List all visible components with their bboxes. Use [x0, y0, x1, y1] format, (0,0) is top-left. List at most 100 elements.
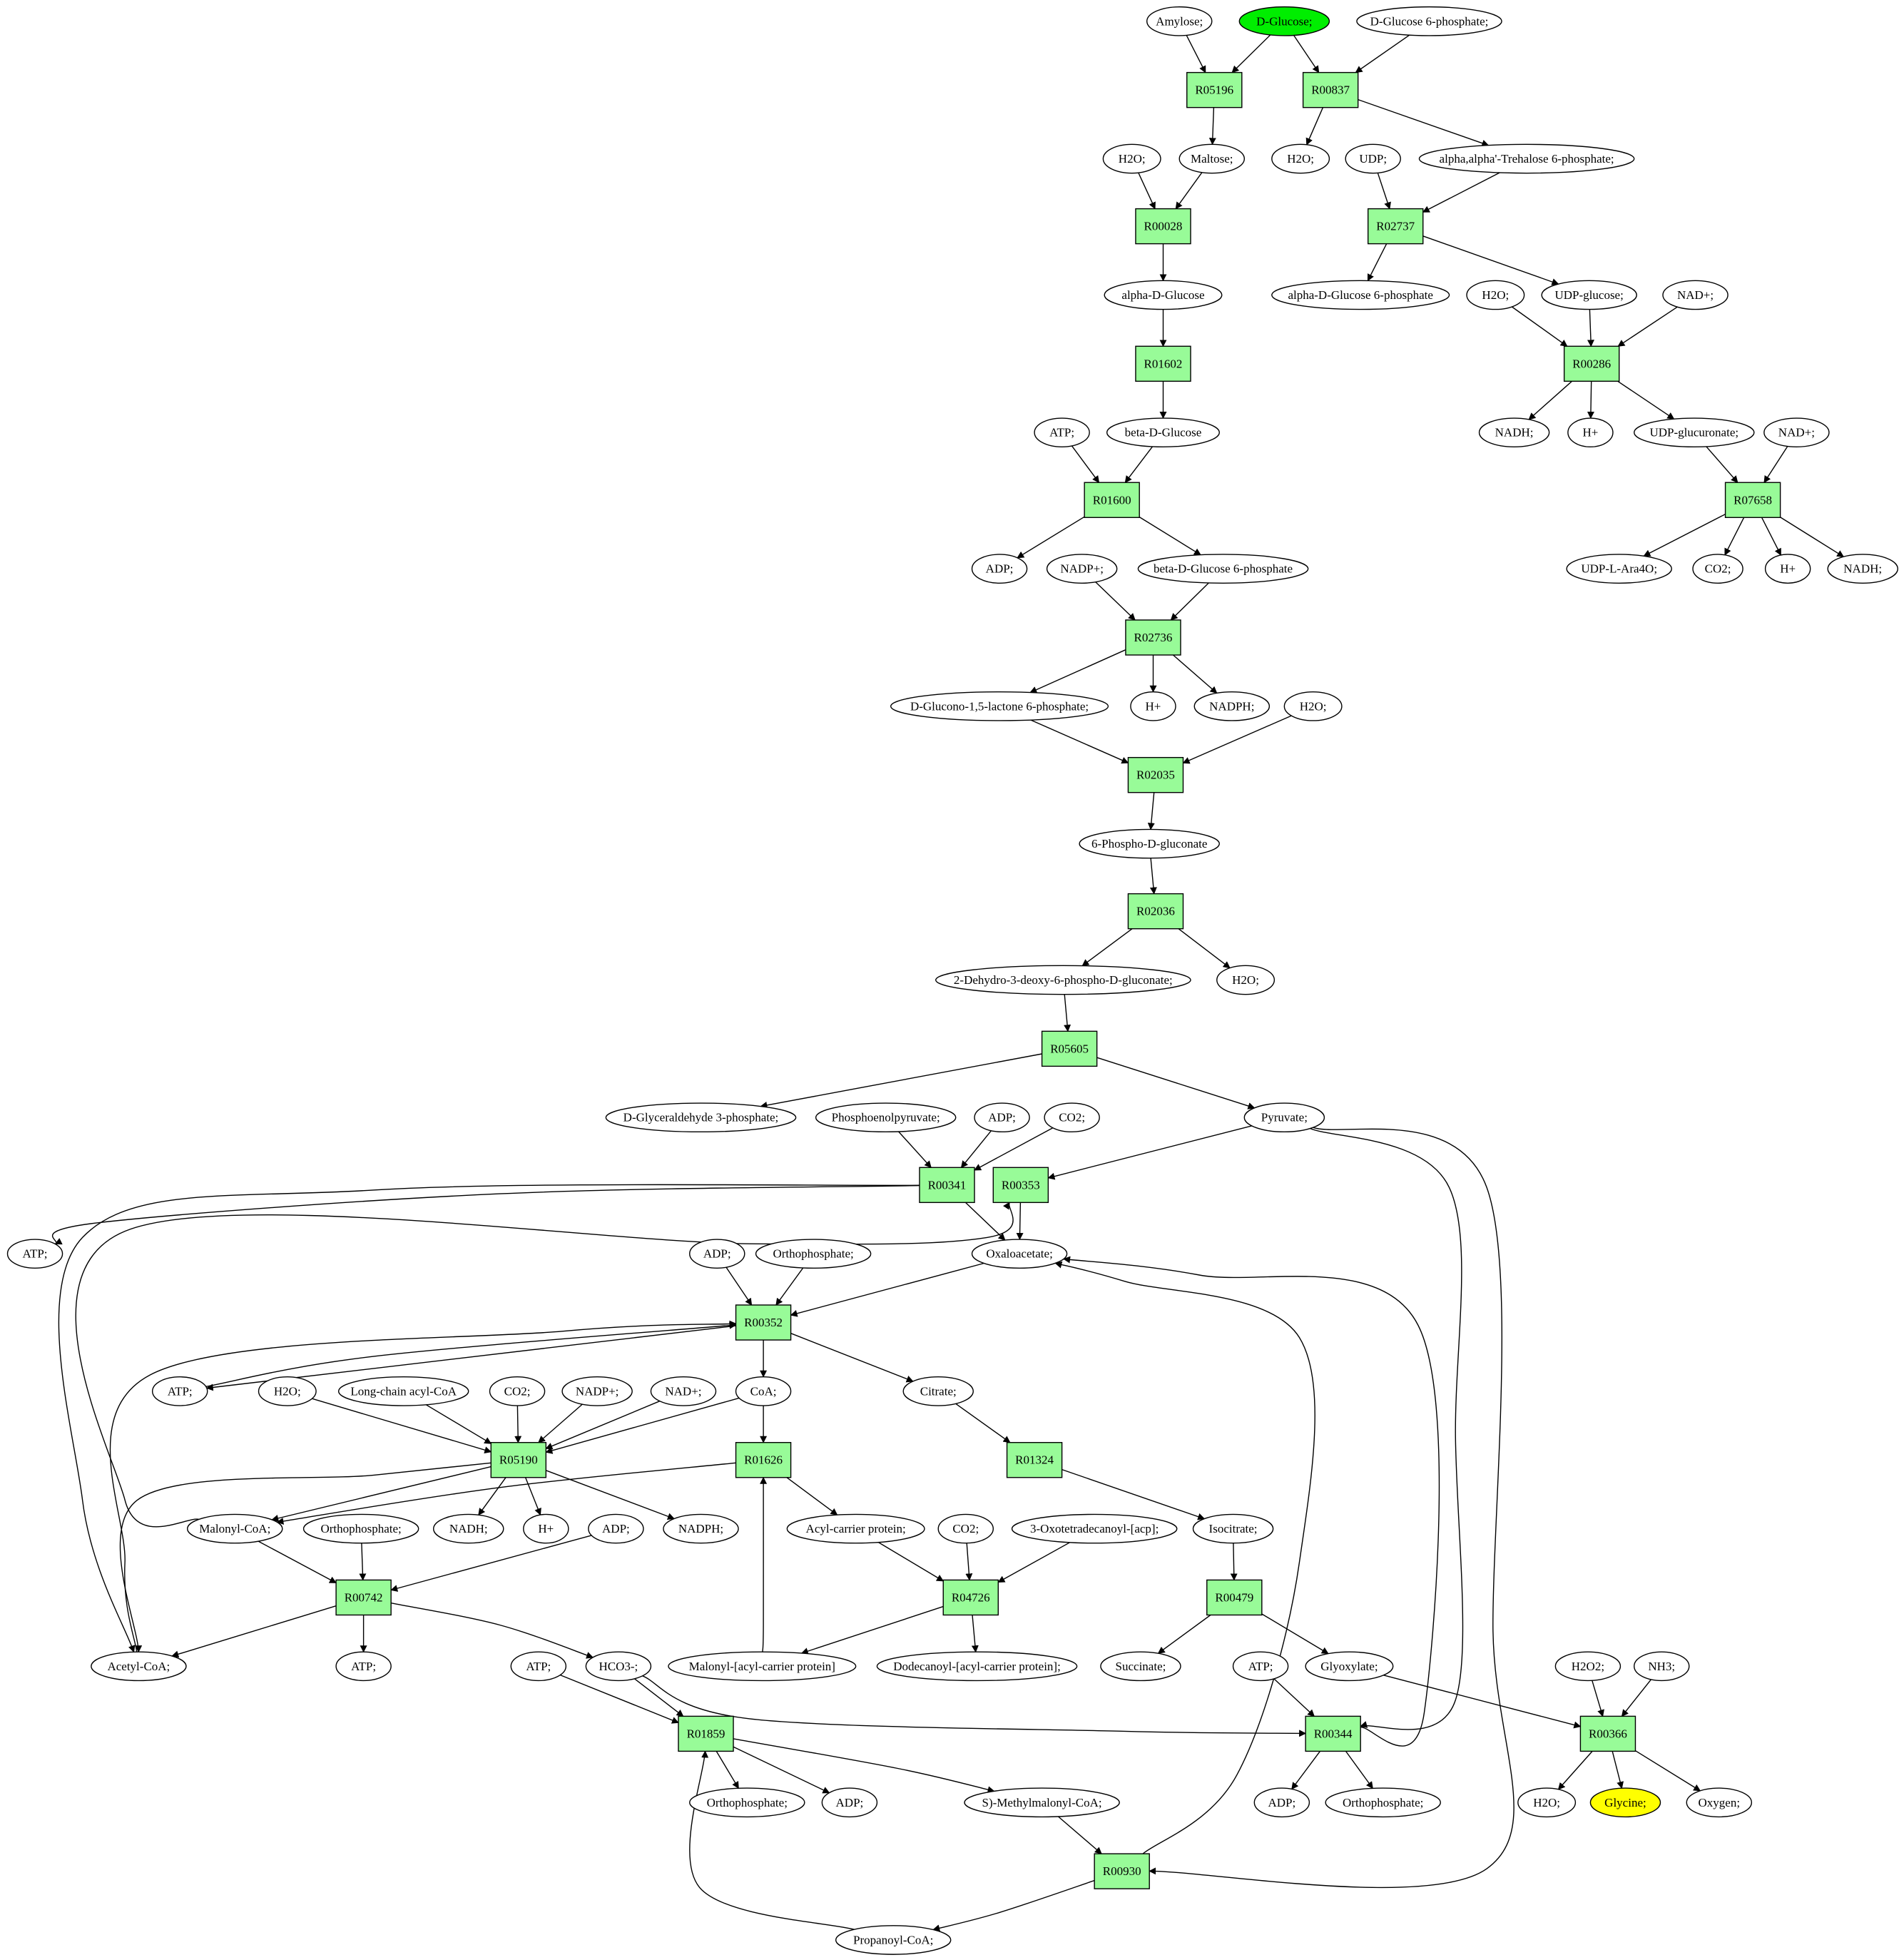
reaction-label: R02035: [1136, 768, 1175, 782]
edge-citrate-to-R01324: [955, 1403, 1011, 1443]
compound-label: UDP-glucuronate;: [1649, 426, 1738, 440]
compound-nh3: NH3;: [1634, 1651, 1690, 1682]
compound-ellipse: [935, 965, 1191, 995]
compound-ellipse: [689, 1787, 805, 1818]
edge-R00742-to-hco3: [391, 1603, 594, 1659]
compound-label: CO2;: [952, 1522, 979, 1535]
compound-ellipse: [1466, 280, 1525, 310]
edge-adp_c-to-R00352: [726, 1266, 753, 1306]
edge-nad_c-to-R05190: [545, 1401, 661, 1450]
reaction-box: [919, 1167, 975, 1204]
compound-pi_d: Orthophosphate;: [1325, 1787, 1441, 1818]
compound-bdglc6p: beta-D-Glucose 6-phosphate: [1137, 554, 1309, 584]
compound-malonylcoa: Malonyl-CoA;: [186, 1513, 283, 1544]
compound-label: 6-Phospho-D-gluconate: [1091, 837, 1207, 850]
edge-R00286-to-nadh_a: [1528, 380, 1572, 420]
compound-ellipse: [151, 1376, 208, 1406]
reaction-R02737: R02737: [1367, 208, 1424, 245]
reaction-R05605: R05605: [1041, 1030, 1098, 1067]
compound-amylose: Amylose;: [1146, 6, 1213, 36]
compound-pgluconate: 6-Phospho-D-gluconate: [1079, 828, 1220, 859]
reaction-box: [1135, 345, 1191, 382]
edge-nh3-to-R00366: [1621, 1679, 1651, 1717]
compound-glcnolactone: D-Glucono-1,5-lactone 6-phosphate;: [890, 691, 1109, 721]
compound-ellipse: [786, 1513, 925, 1544]
compound-label: H2O;: [274, 1384, 301, 1398]
compound-ellipse: [489, 1376, 546, 1406]
compound-label: Succinate;: [1116, 1660, 1166, 1673]
compound-h2o_f: H2O;: [258, 1376, 317, 1406]
compound-malonylacp: Malonyl-[acyl-carrier protein]: [668, 1651, 857, 1682]
compound-ellipse: [735, 1376, 792, 1406]
compound-pep: Phosphoenolpyruvate;: [815, 1102, 957, 1133]
compound-ellipse: [1104, 280, 1223, 310]
compound-atp_e: ATP;: [510, 1651, 567, 1682]
reaction-label: R00479: [1215, 1590, 1253, 1604]
edge-R07658-to-udpara4o: [1643, 513, 1726, 557]
reaction-label: R00286: [1572, 357, 1611, 370]
compound-label: UDP-glucose;: [1555, 288, 1624, 302]
compound-ellipse: [1662, 280, 1729, 310]
compound-ellipse: [335, 1651, 392, 1682]
reaction-box: [735, 1304, 792, 1341]
compound-label: CO2;: [1059, 1111, 1085, 1124]
compound-label: Malonyl-[acyl-carrier protein]: [689, 1660, 835, 1673]
compound-ellipse: [902, 1376, 974, 1406]
compound-ellipse: [1305, 1651, 1394, 1682]
compound-adp_f: ADP;: [1253, 1787, 1310, 1818]
compound-label: NAD+;: [1778, 426, 1815, 440]
reaction-label: R04726: [952, 1590, 990, 1604]
reaction-label: R01626: [744, 1453, 783, 1467]
compound-ellipse: [258, 1376, 317, 1406]
compound-udpglc: UDP-glucose;: [1541, 280, 1637, 310]
compound-h2o_c: H2O;: [1466, 280, 1525, 310]
compound-succinate: Succinate;: [1100, 1651, 1181, 1682]
compound-oxotetra: 3-Oxotetradecanoyl-[acp];: [1011, 1513, 1178, 1544]
compound-label: H2O;: [1533, 1796, 1560, 1809]
compound-label: ATP;: [168, 1384, 193, 1398]
edge-co2_b-to-R00341: [974, 1127, 1054, 1171]
reaction-box: [1186, 71, 1243, 108]
reaction-R00286: R00286: [1563, 345, 1620, 382]
compound-label: alpha,alpha'-Trehalose 6-phosphate;: [1440, 152, 1614, 166]
reaction-label: R01324: [1015, 1453, 1054, 1467]
compound-h2o_g: H2O;: [1517, 1787, 1577, 1818]
reaction-box: [335, 1579, 392, 1616]
compound-label: UDP;: [1359, 152, 1387, 166]
compound-ellipse: [1566, 554, 1672, 584]
reaction-R02736: R02736: [1125, 619, 1181, 656]
reaction-R00344: R00344: [1305, 1715, 1361, 1752]
compound-adp_b: ADP;: [974, 1102, 1030, 1133]
reaction-box: [1206, 1579, 1263, 1616]
compound-label: H+: [1780, 562, 1796, 576]
compound-ellipse: [815, 1102, 957, 1133]
edge-R00742-to-acetylcoa: [171, 1605, 337, 1658]
edge-R00479-to-glyoxylate: [1261, 1613, 1329, 1655]
reaction-box: [1127, 756, 1184, 793]
compound-label: Glyoxylate;: [1320, 1660, 1378, 1673]
edge-R04726-to-malonylacp: [800, 1605, 944, 1655]
compound-ellipse: [1137, 554, 1309, 584]
compound-label: H2O2;: [1572, 1660, 1604, 1673]
edge-hco3-to-R01859: [634, 1678, 684, 1717]
edge-R00344-to-oaa: [1063, 1256, 1440, 1747]
compound-label: Oxygen;: [1699, 1796, 1741, 1809]
compound-h_d: H+: [523, 1513, 569, 1544]
reaction-R00028: R00028: [1135, 208, 1191, 245]
edge-R00341-to-atp_b: [52, 1184, 920, 1245]
compound-label: Orthophosphate;: [320, 1522, 401, 1535]
compound-ellipse: [1102, 143, 1161, 174]
compound-dglucose: D-Glucose;: [1238, 6, 1330, 36]
reaction-R01859: R01859: [678, 1715, 734, 1752]
compound-label: ATP;: [1248, 1660, 1273, 1673]
edge-acetylcoa-to-R00352: [109, 1320, 737, 1652]
edge-atp_e-to-R01859: [560, 1674, 679, 1724]
reaction-label: R00344: [1314, 1727, 1353, 1740]
compound-label: ADP;: [836, 1796, 864, 1809]
edge-R02036-to-kdpg: [1081, 928, 1133, 967]
edge-nadp_b-to-R05190: [538, 1403, 583, 1443]
compound-ellipse: [937, 1513, 994, 1544]
compound-ellipse: [1418, 143, 1635, 174]
compound-g3p: D-Glyceraldehyde 3-phosphate;: [605, 1102, 797, 1133]
compound-ellipse: [1232, 1651, 1289, 1682]
